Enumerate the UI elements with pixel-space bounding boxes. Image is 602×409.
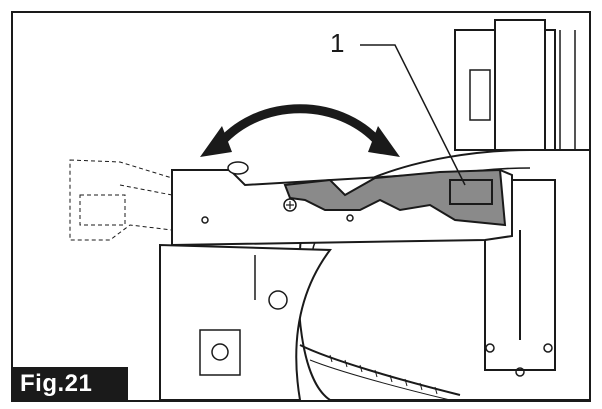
rotation-arrow (211, 104, 389, 153)
clamp-knob (227, 161, 249, 175)
base-slot (199, 329, 241, 376)
miter-scale (299, 344, 461, 396)
lock-knob (268, 290, 288, 310)
alternate-position-outline (69, 159, 173, 241)
callout-number: 1 (330, 28, 345, 58)
highlighted-tab (449, 179, 493, 205)
blade-guard (494, 19, 546, 151)
callout-leader (360, 44, 466, 186)
figure-label: Fig.21 (12, 367, 128, 401)
handle-base (469, 69, 491, 121)
arrow-head-left-icon (200, 126, 232, 157)
left-base (159, 243, 332, 401)
arrow-head-right-icon (368, 126, 400, 157)
